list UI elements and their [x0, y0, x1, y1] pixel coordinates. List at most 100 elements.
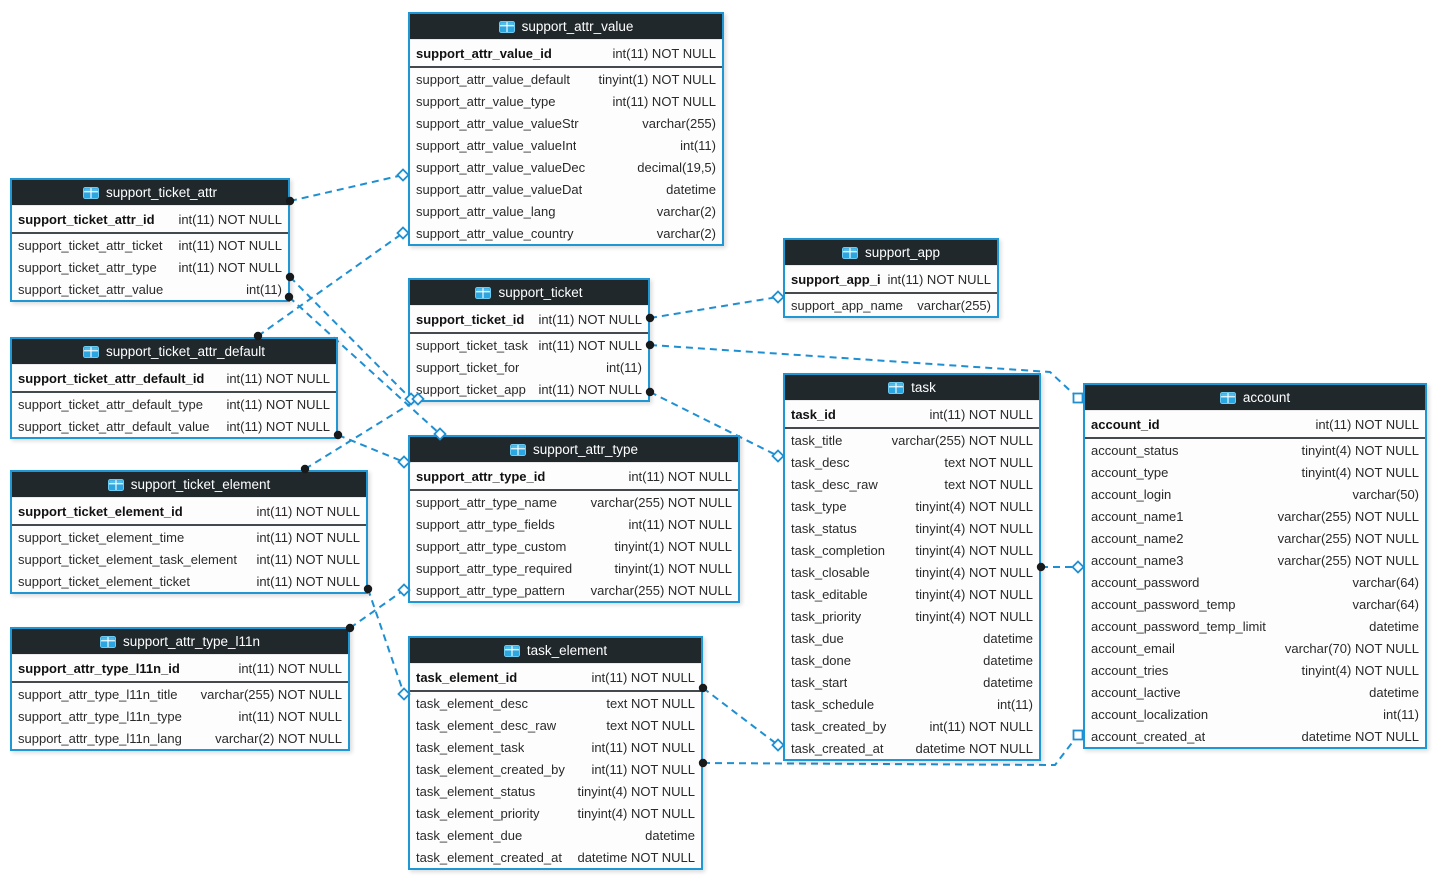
table-header[interactable]: support_ticket [410, 280, 648, 306]
relation-task_element-to-account[interactable] [702, 734, 1079, 767]
relation-task_element-to-task[interactable] [702, 687, 779, 746]
relation-support_ticket_attr-to-support_ticket[interactable] [289, 276, 412, 400]
relation-support_attr_type_l11n-to-support_attr_type[interactable] [349, 589, 405, 629]
relation-support_ticket_attr-to-support_attr_type[interactable] [288, 296, 441, 435]
relation-support_ticket_attr_default-to-support_attr_type[interactable] [337, 434, 405, 463]
table-header[interactable]: support_ticket_element [12, 472, 366, 498]
relation-support_ticket_attr-to-support_attr_value[interactable] [289, 174, 404, 202]
relation-support_ticket_attr_default-to-support_attr_value[interactable] [257, 232, 404, 337]
table-header[interactable]: support_attr_value [410, 14, 722, 40]
table-header[interactable]: task [785, 375, 1039, 401]
relation-support_ticket_element-to-task_element[interactable] [367, 588, 405, 695]
relation-support_ticket-to-support_app[interactable] [649, 296, 779, 319]
table-header[interactable]: support_attr_type [410, 437, 738, 463]
table-header[interactable]: support_ticket_attr [12, 180, 288, 206]
relation-support_ticket_element-to-support_ticket[interactable] [304, 398, 419, 470]
relation-support_ticket-to-account[interactable] [649, 344, 1079, 399]
table-header[interactable]: support_attr_type_l11n [12, 629, 348, 655]
table-header[interactable]: support_app [785, 240, 997, 266]
table-header[interactable]: account [1085, 385, 1425, 411]
table-header[interactable]: task_element [410, 638, 701, 664]
table-header[interactable]: support_ticket_attr_default [12, 339, 336, 365]
